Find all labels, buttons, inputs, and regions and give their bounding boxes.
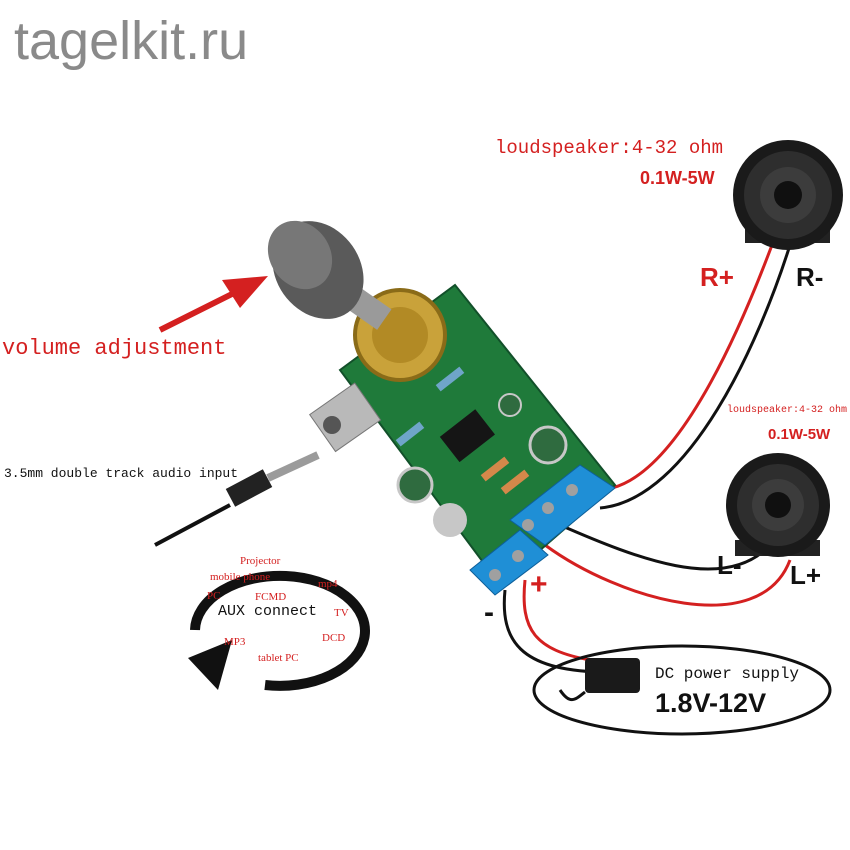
aux-device-label: MP3 bbox=[224, 636, 246, 648]
aux-device-label: mp4 bbox=[318, 578, 338, 590]
wire-r-minus bbox=[599, 244, 792, 510]
power-supply-outline bbox=[532, 644, 832, 736]
speaker-left-label: loudspeaker:4-32 ohm bbox=[727, 405, 848, 416]
volume-adjustment-label: volume adjustment bbox=[2, 336, 227, 361]
watermark-text: tagelkit.ru bbox=[14, 11, 249, 71]
power-supply-label: DC power supply bbox=[655, 665, 800, 683]
aux-device-label: tablet PC bbox=[258, 652, 299, 664]
speaker-right-icon bbox=[733, 140, 843, 250]
speaker-right-label: loudspeaker:4-32 ohm bbox=[495, 137, 724, 159]
wire-r-plus bbox=[611, 244, 774, 490]
aux-device-label: TV bbox=[334, 607, 349, 619]
volume-potentiometer bbox=[267, 220, 447, 382]
arrow-volume-icon bbox=[158, 276, 268, 333]
aux-cycle-arrow-icon bbox=[188, 570, 370, 691]
audio-plug-icon bbox=[154, 451, 320, 547]
wire-l-plus bbox=[544, 543, 792, 607]
aux-connect-label: AUX connect bbox=[218, 603, 318, 620]
aux-device-label: PC bbox=[207, 590, 221, 602]
speaker-left-plus-label: L+ bbox=[790, 560, 822, 590]
speaker-left-power: 0.1W-5W bbox=[768, 426, 831, 443]
wire-l-minus bbox=[559, 523, 766, 571]
wire-power-minus bbox=[502, 589, 601, 674]
speaker-left-minus-label: L- bbox=[717, 550, 742, 580]
speaker-right-minus-label: R- bbox=[796, 262, 824, 292]
audio-input-label: 3.5mm double track audio input bbox=[4, 466, 239, 481]
speaker-left-icon bbox=[726, 453, 830, 557]
power-supply-voltage: 1.8V-12V bbox=[655, 688, 767, 718]
aux-device-label: FCMD bbox=[255, 591, 287, 603]
speaker-right-plus-label: R+ bbox=[700, 262, 734, 292]
speaker-right-power: 0.1W-5W bbox=[640, 168, 715, 188]
wire-power-plus bbox=[522, 579, 591, 662]
aux-device-label: DCD bbox=[322, 632, 346, 644]
aux-device-label: mobile phone bbox=[210, 571, 271, 583]
aux-device-label: Projector bbox=[240, 555, 281, 567]
board-plus-label: + bbox=[530, 568, 548, 601]
board-minus-label: - bbox=[484, 596, 494, 629]
